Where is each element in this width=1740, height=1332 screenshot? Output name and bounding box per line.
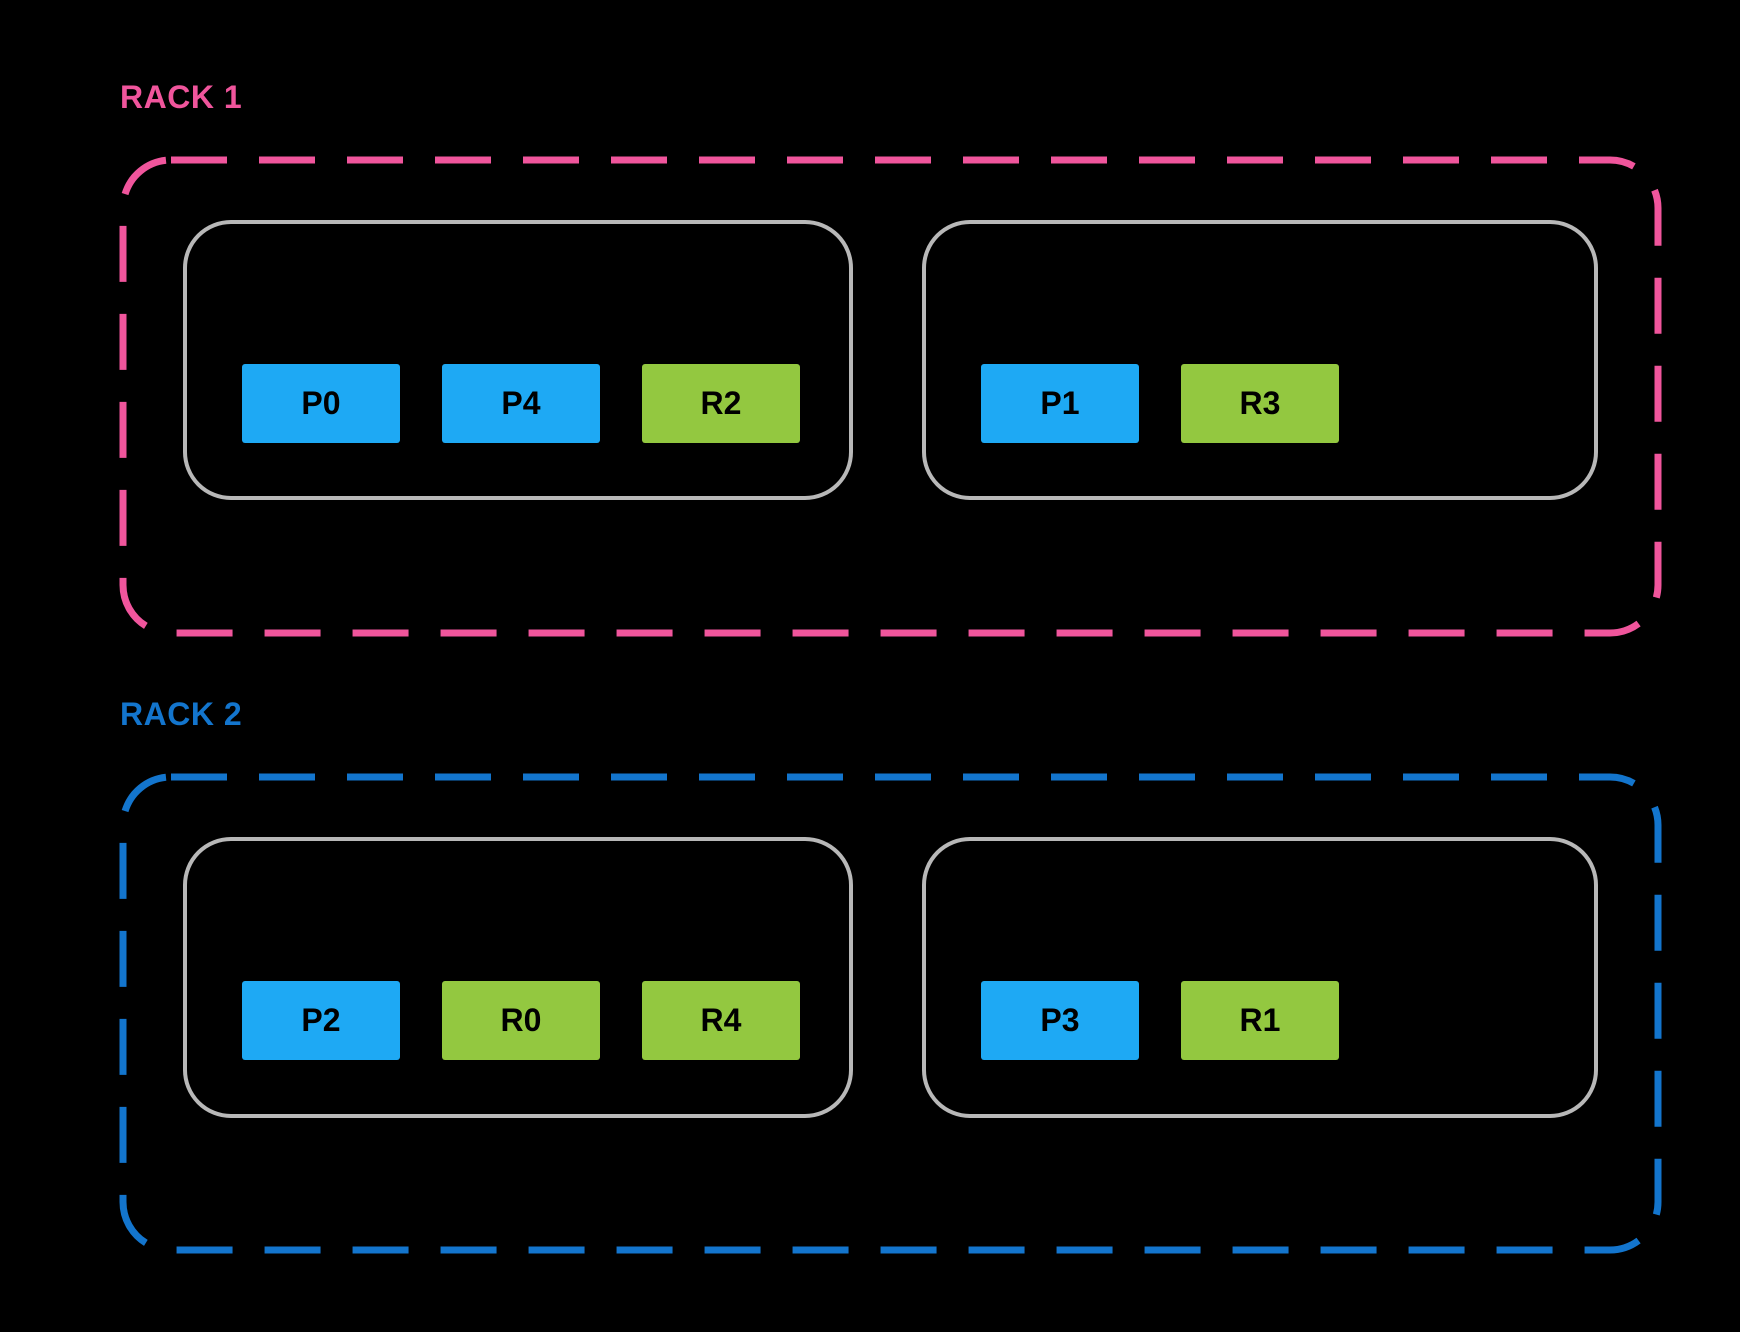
rack-2-label: RACK 2 [120, 696, 243, 732]
rack-1-dashed-border [119, 156, 1662, 637]
shard-chip-r3: R3 [1181, 364, 1339, 443]
rack-2-host-2: P3 R1 [922, 837, 1598, 1118]
rack-1-host-1: P0 P4 R2 [183, 220, 853, 500]
shard-chip-r2: R2 [642, 364, 800, 443]
rack-1-label: RACK 1 [120, 79, 243, 115]
rack-2-dashed-border [119, 773, 1662, 1254]
shard-chip-p4: P4 [442, 364, 600, 443]
rack-2-host-1-chip-row: P2 R0 R4 [242, 981, 800, 1060]
shard-chip-r4: R4 [642, 981, 800, 1060]
shard-chip-r1: R1 [1181, 981, 1339, 1060]
rack-2-dashed-outline [119, 773, 1662, 1254]
shard-chip-r0: R0 [442, 981, 600, 1060]
rack-1-host-2-chip-row: P1 R3 [981, 364, 1339, 443]
shard-chip-p0: P0 [242, 364, 400, 443]
rack-2-host-2-chip-row: P3 R1 [981, 981, 1339, 1060]
shard-chip-p3: P3 [981, 981, 1139, 1060]
shard-chip-p1: P1 [981, 364, 1139, 443]
rack-1-host-1-chip-row: P0 P4 R2 [242, 364, 800, 443]
rack-2-host-1: P2 R0 R4 [183, 837, 853, 1118]
shard-chip-p2: P2 [242, 981, 400, 1060]
rack-1-host-2: P1 R3 [922, 220, 1598, 500]
rack-1-dashed-outline [119, 156, 1662, 637]
